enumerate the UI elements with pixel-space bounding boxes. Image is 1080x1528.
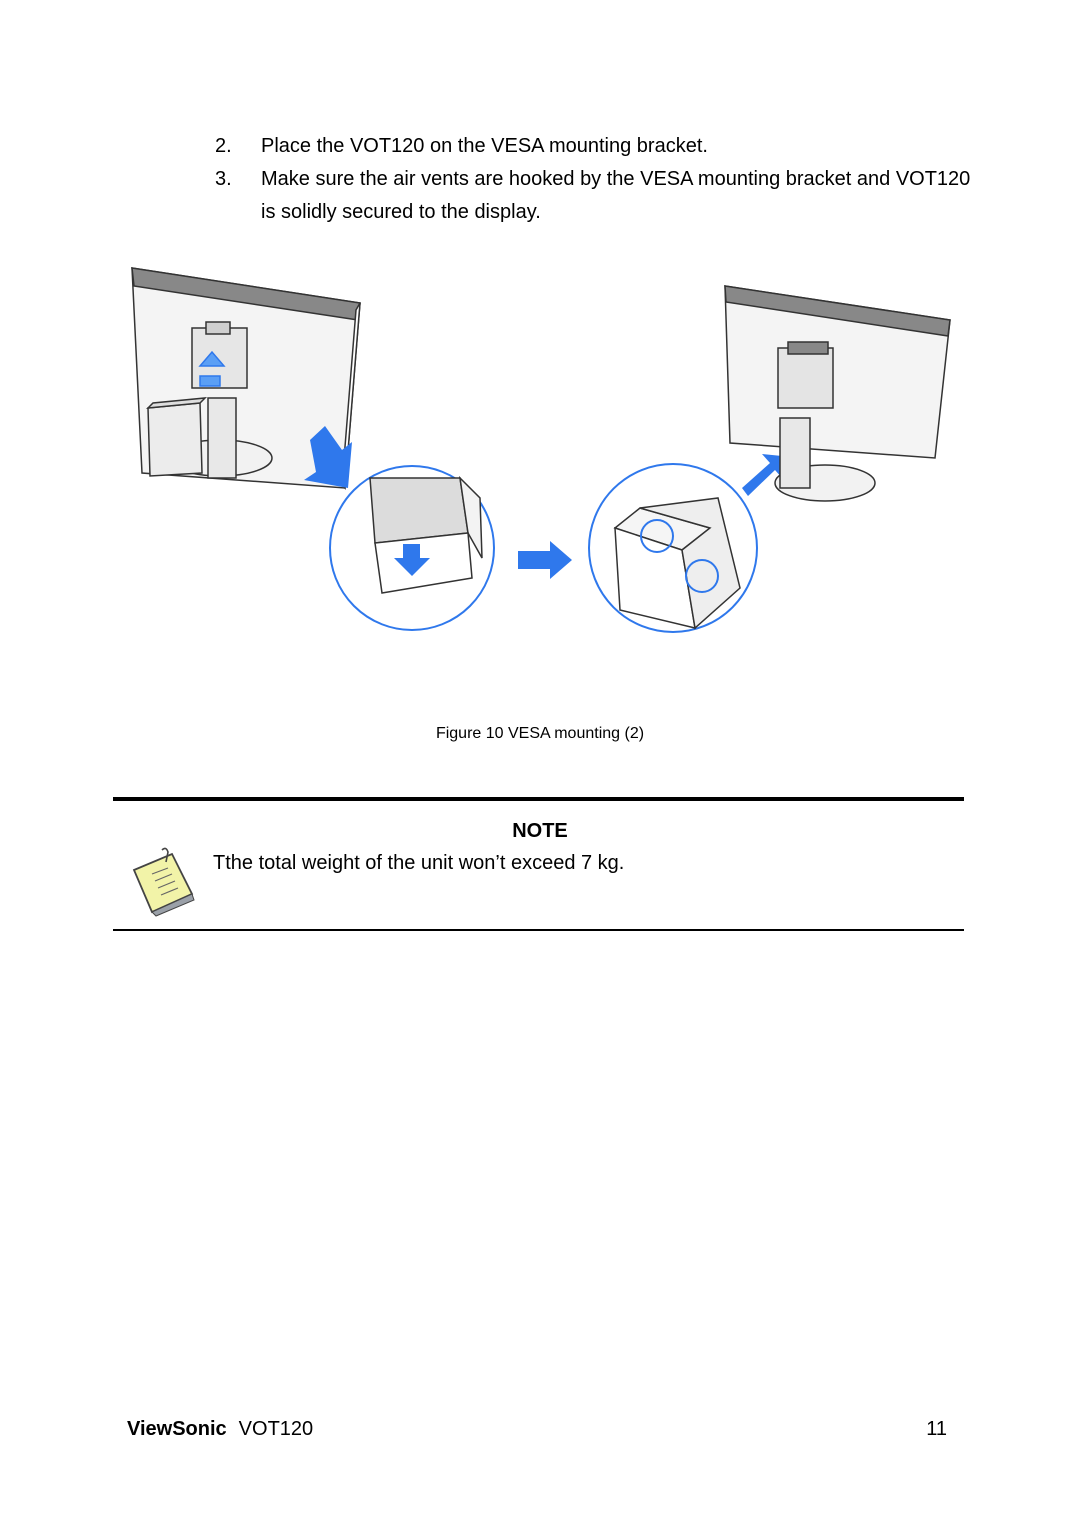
arrow-down-right-icon xyxy=(304,426,352,488)
zoom-detail-right xyxy=(588,463,758,633)
arrow-up-right-icon xyxy=(742,454,782,496)
note-text: Tthe total weight of the unit won’t exce… xyxy=(213,852,625,874)
note-paper-icon xyxy=(128,846,198,918)
step-number: 2. xyxy=(215,135,232,157)
page-footer: ViewSonic VOT120 11 xyxy=(127,1418,947,1441)
monitor-right xyxy=(724,285,951,502)
footer-model: VOT120 xyxy=(238,1418,314,1440)
figure-caption: Figure 10 VESA mounting (2) xyxy=(435,725,645,742)
zoom-detail-left xyxy=(329,465,495,631)
page-number: 11 xyxy=(926,1418,947,1440)
note-bottom-divider xyxy=(113,929,964,931)
vesa-mounting-illustration xyxy=(120,258,970,648)
step-text: Make sure the air vents are hooked by th… xyxy=(261,168,971,223)
arrow-down-icon xyxy=(394,544,430,576)
footer-brand: ViewSonic xyxy=(127,1418,227,1440)
step-3: 3. Make sure the air vents are hooked by… xyxy=(215,163,975,229)
arrow-right-icon xyxy=(518,541,572,579)
step-2: 2. Place the VOT120 on the VESA mounting… xyxy=(215,130,975,163)
note-title: NOTE xyxy=(512,820,568,842)
instruction-steps: 2. Place the VOT120 on the VESA mounting… xyxy=(215,130,975,229)
monitor-left xyxy=(131,267,361,491)
step-text: Place the VOT120 on the VESA mounting br… xyxy=(261,135,708,157)
step-number: 3. xyxy=(215,168,232,190)
note-top-divider xyxy=(113,797,964,801)
